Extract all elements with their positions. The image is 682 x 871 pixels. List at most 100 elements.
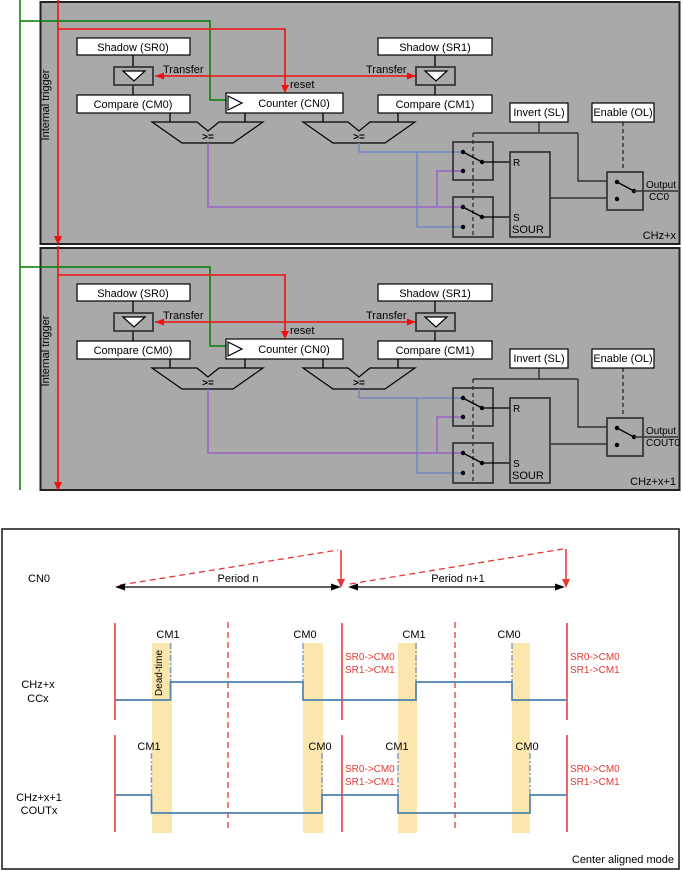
shadow-sr0-label: Shadow (SR0) — [97, 42, 169, 54]
svg-text:SR0->CM0: SR0->CM0 — [345, 764, 395, 775]
transfer-triangle-icon — [423, 70, 449, 82]
sour-box — [509, 397, 551, 484]
invert-net — [472, 368, 607, 483]
comparator-left — [150, 367, 265, 390]
shadow-sr0-label: Shadow (SR0) — [97, 288, 169, 300]
cm1-match-wire-branch — [416, 398, 463, 474]
cm-marker-label: CM0 — [293, 629, 316, 641]
enable-box — [591, 348, 655, 369]
shadow-sr1-label: Shadow (SR1) — [399, 42, 471, 54]
invert-box — [509, 102, 569, 123]
transfer-triangle-icon — [423, 316, 449, 328]
transfer-label-left: Transfer — [163, 64, 204, 76]
cm1-match-wire — [358, 389, 463, 399]
deadtime-label: Dead-time — [154, 650, 165, 697]
period-boundary-lines — [114, 623, 568, 832]
svg-text:SR0->CM0: SR0->CM0 — [570, 652, 620, 663]
compare-cm0-label: Compare (CM0) — [94, 345, 173, 357]
cm0-match-wire-branch — [436, 416, 463, 453]
ccx-row-name-line2: CCx — [27, 693, 49, 705]
counter-label: Counter (CN0) — [258, 344, 330, 356]
reset-arrowhead — [281, 331, 289, 339]
shadow-sr0-box — [76, 283, 191, 302]
deadtime-bands — [152, 643, 530, 833]
channel-tag: CHz+x+1 — [630, 476, 676, 488]
clock-chevron-icon — [227, 341, 244, 357]
compare-match-markers — [150, 643, 531, 795]
sour-label: SOUR — [512, 224, 544, 236]
period-arrows — [115, 583, 565, 591]
output-label: Output — [646, 426, 676, 437]
channel-block-diagrams: Internal trigger Transfer Transfer reset… — [19, 0, 681, 491]
enable-label: Enable (OL) — [593, 107, 652, 119]
transfer-label-right: Transfer — [366, 310, 407, 322]
down-arrowhead — [54, 236, 62, 245]
output-name: CC0 — [649, 192, 669, 203]
transfer-arrowhead-left — [155, 72, 164, 80]
compare-cm0-box — [76, 94, 191, 114]
transfer-arrowhead-right — [407, 72, 416, 80]
down-arrowhead — [54, 482, 62, 491]
timer-channel-block-0: Internal trigger Transfer Transfer reset… — [19, 0, 681, 246]
coutx-row-name-line1: CHz+x+1 — [16, 792, 62, 804]
ge-left-label: >= — [202, 132, 214, 143]
transfer-triangle-icon — [121, 316, 147, 328]
period-n1-label: Period n+1 — [431, 573, 485, 585]
cm0-match-wire-branch — [436, 170, 463, 207]
transfer-triangle-icon — [121, 70, 147, 82]
reset-label: reset — [290, 79, 314, 91]
ccx-row-name-line1: CHz+x — [21, 679, 55, 691]
transfer-label-left: Transfer — [163, 310, 204, 322]
mid-period-lines — [227, 622, 456, 832]
invert-net — [472, 122, 607, 237]
sour-box — [509, 151, 551, 238]
transfer-label-right: Transfer — [366, 64, 407, 76]
internal-trigger-label: Internal trigger — [40, 315, 52, 386]
cm-marker-label: CM1 — [402, 629, 425, 641]
counter-ramps — [119, 548, 570, 588]
cm0-match-wire — [207, 143, 463, 208]
sour-r-label: R — [513, 404, 520, 415]
register-connections — [132, 55, 436, 122]
ge-right-label: >= — [353, 378, 365, 389]
cm-marker-label: CM1 — [156, 629, 179, 641]
reset-arrowhead — [281, 85, 289, 93]
shadow-update-labels-coutx: SR0->CM0 SR1->CM1 SR0->CM0 SR1->CM1 — [345, 764, 620, 788]
cm-marker-label: CM0 — [515, 741, 538, 753]
svg-text:SR1->CM1: SR1->CM1 — [345, 665, 395, 676]
svg-text:SR1->CM1: SR1->CM1 — [570, 777, 620, 788]
period-n-label: Period n — [218, 573, 259, 585]
comparator-right — [301, 367, 417, 390]
cm-marker-label: CM0 — [497, 629, 520, 641]
counter-box — [225, 92, 344, 114]
invert-label: Invert (SL) — [513, 107, 564, 119]
counter-label: Counter (CN0) — [258, 98, 330, 110]
channel-tag: CHz+x — [643, 230, 677, 242]
counter-box — [225, 338, 344, 360]
sour-s-label: S — [513, 459, 520, 470]
comparator-left — [150, 121, 265, 144]
shadow-sr0-box — [76, 37, 191, 56]
clock-chevron-icon — [227, 95, 244, 111]
compare-cm1-label: Compare (CM1) — [396, 99, 475, 111]
shadow-sr1-box — [377, 283, 493, 302]
counter-row-label: CN0 — [28, 573, 50, 585]
output-label: Output — [646, 180, 676, 191]
ccx-waveform — [115, 681, 567, 701]
cm0-match-wire — [207, 389, 463, 454]
mode-caption: Center aligned mode — [572, 854, 674, 866]
internal-trigger-label: Internal trigger — [40, 69, 52, 140]
compare-cm0-box — [76, 340, 191, 360]
timing-diagram: CN0 Period n Period n+1 CHz — [1, 528, 680, 870]
cm-marker-label: CM1 — [137, 741, 160, 753]
sour-s-label: S — [513, 213, 520, 224]
shadow-update-labels-ccx: SR0->CM0 SR1->CM1 SR0->CM0 SR1->CM1 — [345, 652, 620, 676]
svg-text:SR0->CM0: SR0->CM0 — [345, 652, 395, 663]
ge-left-label: >= — [202, 378, 214, 389]
sour-label: SOUR — [512, 470, 544, 482]
register-connections — [132, 301, 436, 368]
coutx-row-name-line2: COUTx — [21, 805, 58, 817]
enable-label: Enable (OL) — [593, 353, 652, 365]
compare-cm0-label: Compare (CM0) — [94, 99, 173, 111]
